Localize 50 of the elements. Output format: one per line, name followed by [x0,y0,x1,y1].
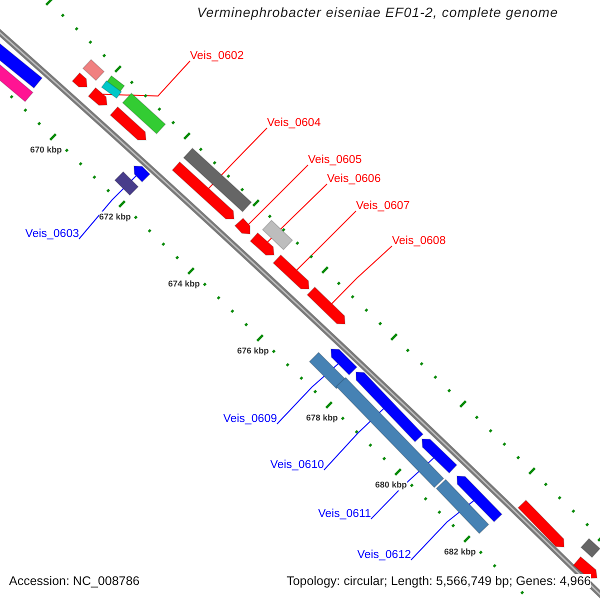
feature-bar [100,80,122,99]
leader-line [248,164,308,225]
leader-line [296,210,356,270]
gene-label: Veis_0608 [392,235,446,248]
tick-label: 676 kbp [237,346,269,356]
gene-label: Veis_0609 [223,413,277,426]
leader-line [331,246,392,304]
gene-label: Veis_0605 [308,154,362,167]
gene-feature [306,286,346,325]
gene-feature [172,161,235,220]
tick-label: 670 kbp [30,144,62,156]
gene-feature [133,165,151,183]
leader-line [102,60,190,96]
gene-label: Veis_0606 [327,173,381,186]
gene-label: Veis_0610 [270,459,324,472]
feature-bar [436,478,490,534]
tick-label: 674 kbp [168,278,200,290]
gene-feature [456,475,503,522]
gene-label: Veis_0604 [267,117,321,130]
gene-feature [517,500,565,548]
gene-feature [355,371,424,442]
leader-line [78,175,137,240]
gene-label: Veis_0612 [357,549,411,562]
feature-bar [114,171,139,196]
gene-feature [110,106,147,140]
gene-label: Veis_0607 [356,200,410,213]
tick-label: 682 kbp [444,546,476,558]
gene-feature [421,438,458,474]
feature-bar [580,538,600,558]
gene-feature [72,72,88,88]
gene-label: Veis_0603 [25,228,79,241]
feature-bar [82,58,105,82]
leader-line [276,363,339,424]
tick-label: 680 kbp [375,480,407,490]
feature-bar [122,92,166,134]
gene-label: Veis_0602 [190,50,244,63]
tick-label: 678 kbp [306,412,338,424]
gene-feature [234,218,250,235]
gene-feature [88,87,108,106]
genome-summary-text: Topology: circular; Length: 5,566,749 bp; Genes: 4,966 [286,574,591,588]
diagram-title: Verminephrobacter eiseniae EF01-2, complete genome [197,5,558,20]
feature-bar [308,352,346,390]
gene-label: Veis_0611 [318,508,371,521]
gene-feature [272,254,310,290]
feature-bar [182,148,252,212]
feature-bar [336,376,444,488]
gene-feature [250,232,275,256]
tick-label: 672 kbp [99,212,131,222]
accession-text: Accession: NC_008786 [9,574,140,588]
feature-bar [262,220,294,250]
